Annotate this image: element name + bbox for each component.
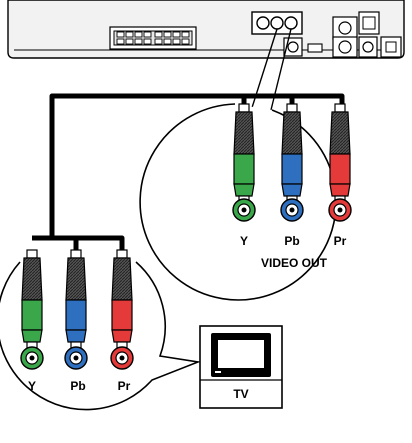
top-jack-y — [233, 199, 255, 221]
top-jack-pr — [329, 199, 351, 221]
tv-label: TV — [233, 387, 248, 401]
video-out-label: VIDEO OUT — [261, 256, 328, 270]
bottom-jack-pb — [65, 347, 87, 369]
bottom-label-pb: Pb — [70, 379, 85, 393]
bottom-label-pr: Pr — [118, 379, 131, 393]
top-label-y: Y — [240, 234, 248, 248]
top-label-pr: Pr — [334, 234, 347, 248]
bottom-jack-y — [21, 347, 43, 369]
top-label-pb: Pb — [284, 234, 299, 248]
bottom-label-y: Y — [28, 379, 36, 393]
bottom-jack-pr — [111, 347, 133, 369]
speaker-terminal-block — [110, 27, 196, 49]
top-jack-pb — [281, 199, 303, 221]
